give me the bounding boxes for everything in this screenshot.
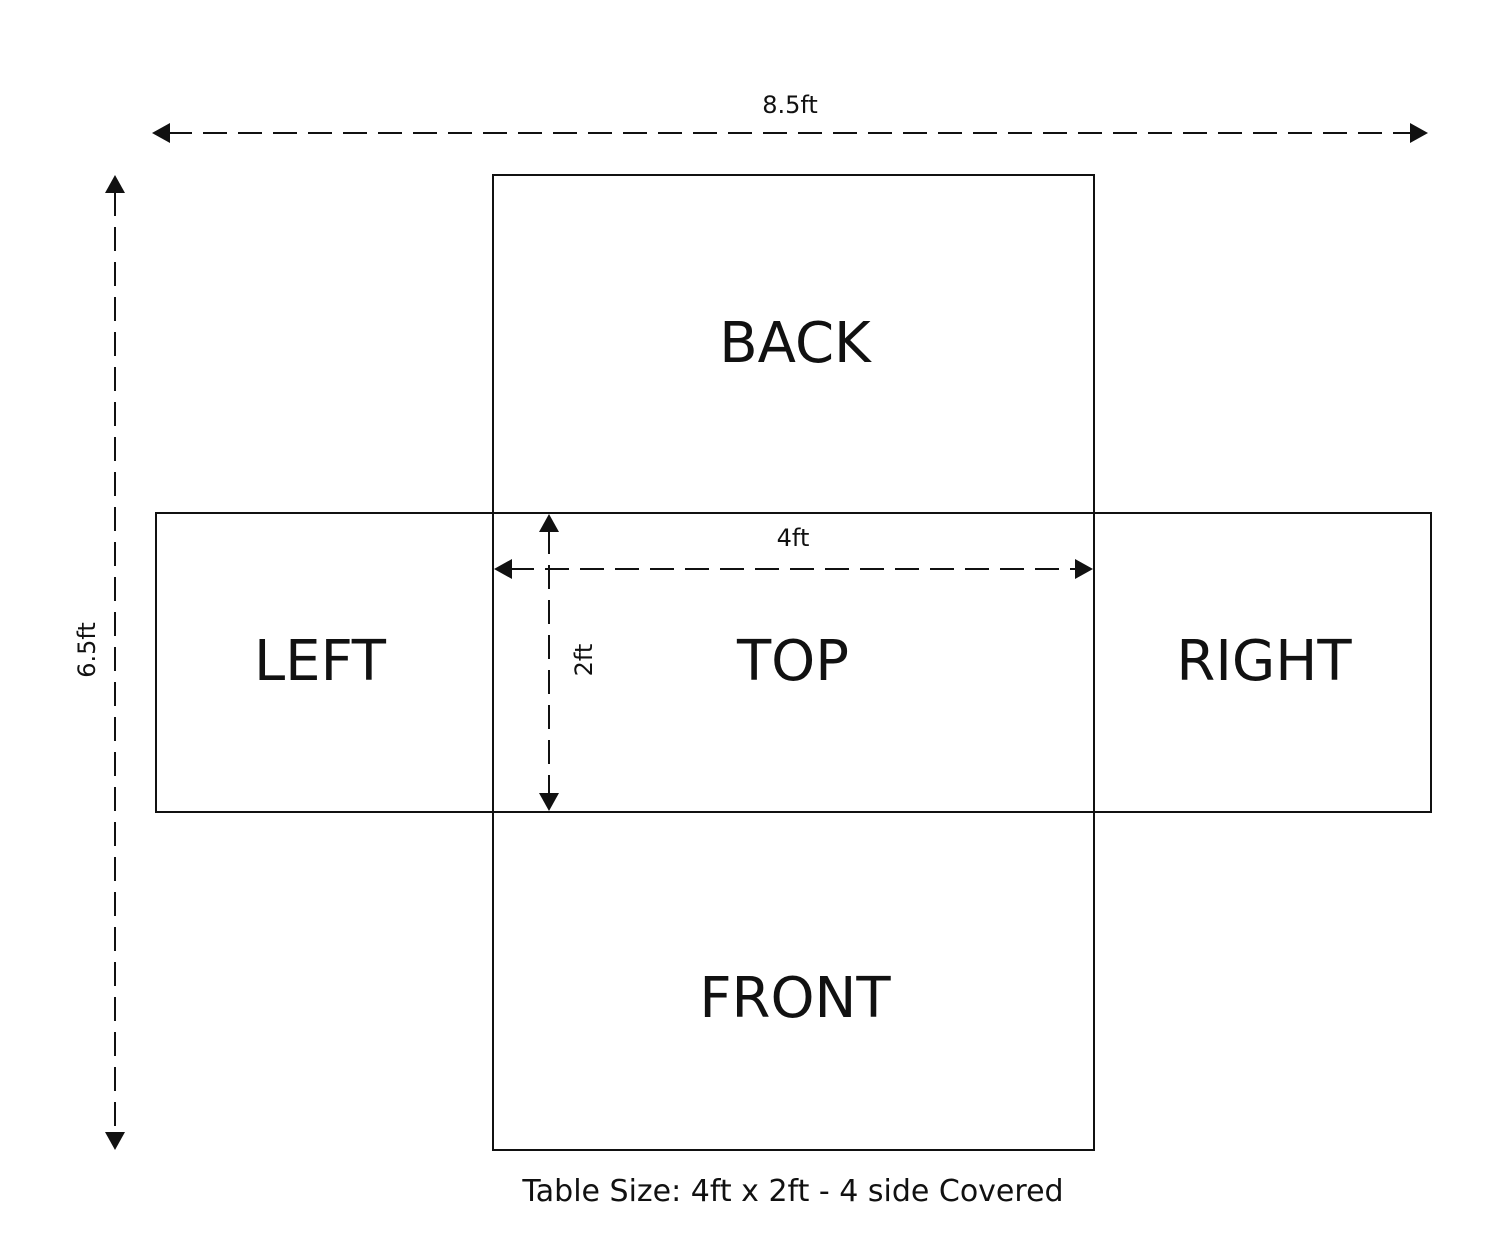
top-width-label: 4ft <box>777 524 810 552</box>
top-label: TOP <box>736 629 849 694</box>
top-depth-label: 2ft <box>570 644 598 677</box>
top-depth-dimension <box>539 514 559 811</box>
overall-width-label: 8.5ft <box>762 91 818 119</box>
arrow-left-icon <box>494 559 512 579</box>
right-label: RIGHT <box>1176 629 1352 694</box>
arrow-up-icon <box>105 175 125 193</box>
arrow-up-icon <box>539 514 559 532</box>
front-label: FRONT <box>699 966 891 1031</box>
arrow-right-icon <box>1410 123 1428 143</box>
arrow-down-icon <box>105 1132 125 1150</box>
caption: Table Size: 4ft x 2ft - 4 side Covered <box>521 1174 1063 1209</box>
left-label: LEFT <box>254 629 387 694</box>
arrow-left-icon <box>152 123 170 143</box>
right-panel <box>1093 512 1432 813</box>
overall-width-dimension <box>152 123 1428 143</box>
arrow-right-icon <box>1075 559 1093 579</box>
arrow-down-icon <box>539 793 559 811</box>
top-width-dimension <box>494 559 1093 579</box>
overall-height-dimension <box>105 175 125 1150</box>
overall-height-label: 6.5ft <box>73 622 101 678</box>
back-label: BACK <box>719 311 872 376</box>
front-panel <box>492 811 1095 1151</box>
